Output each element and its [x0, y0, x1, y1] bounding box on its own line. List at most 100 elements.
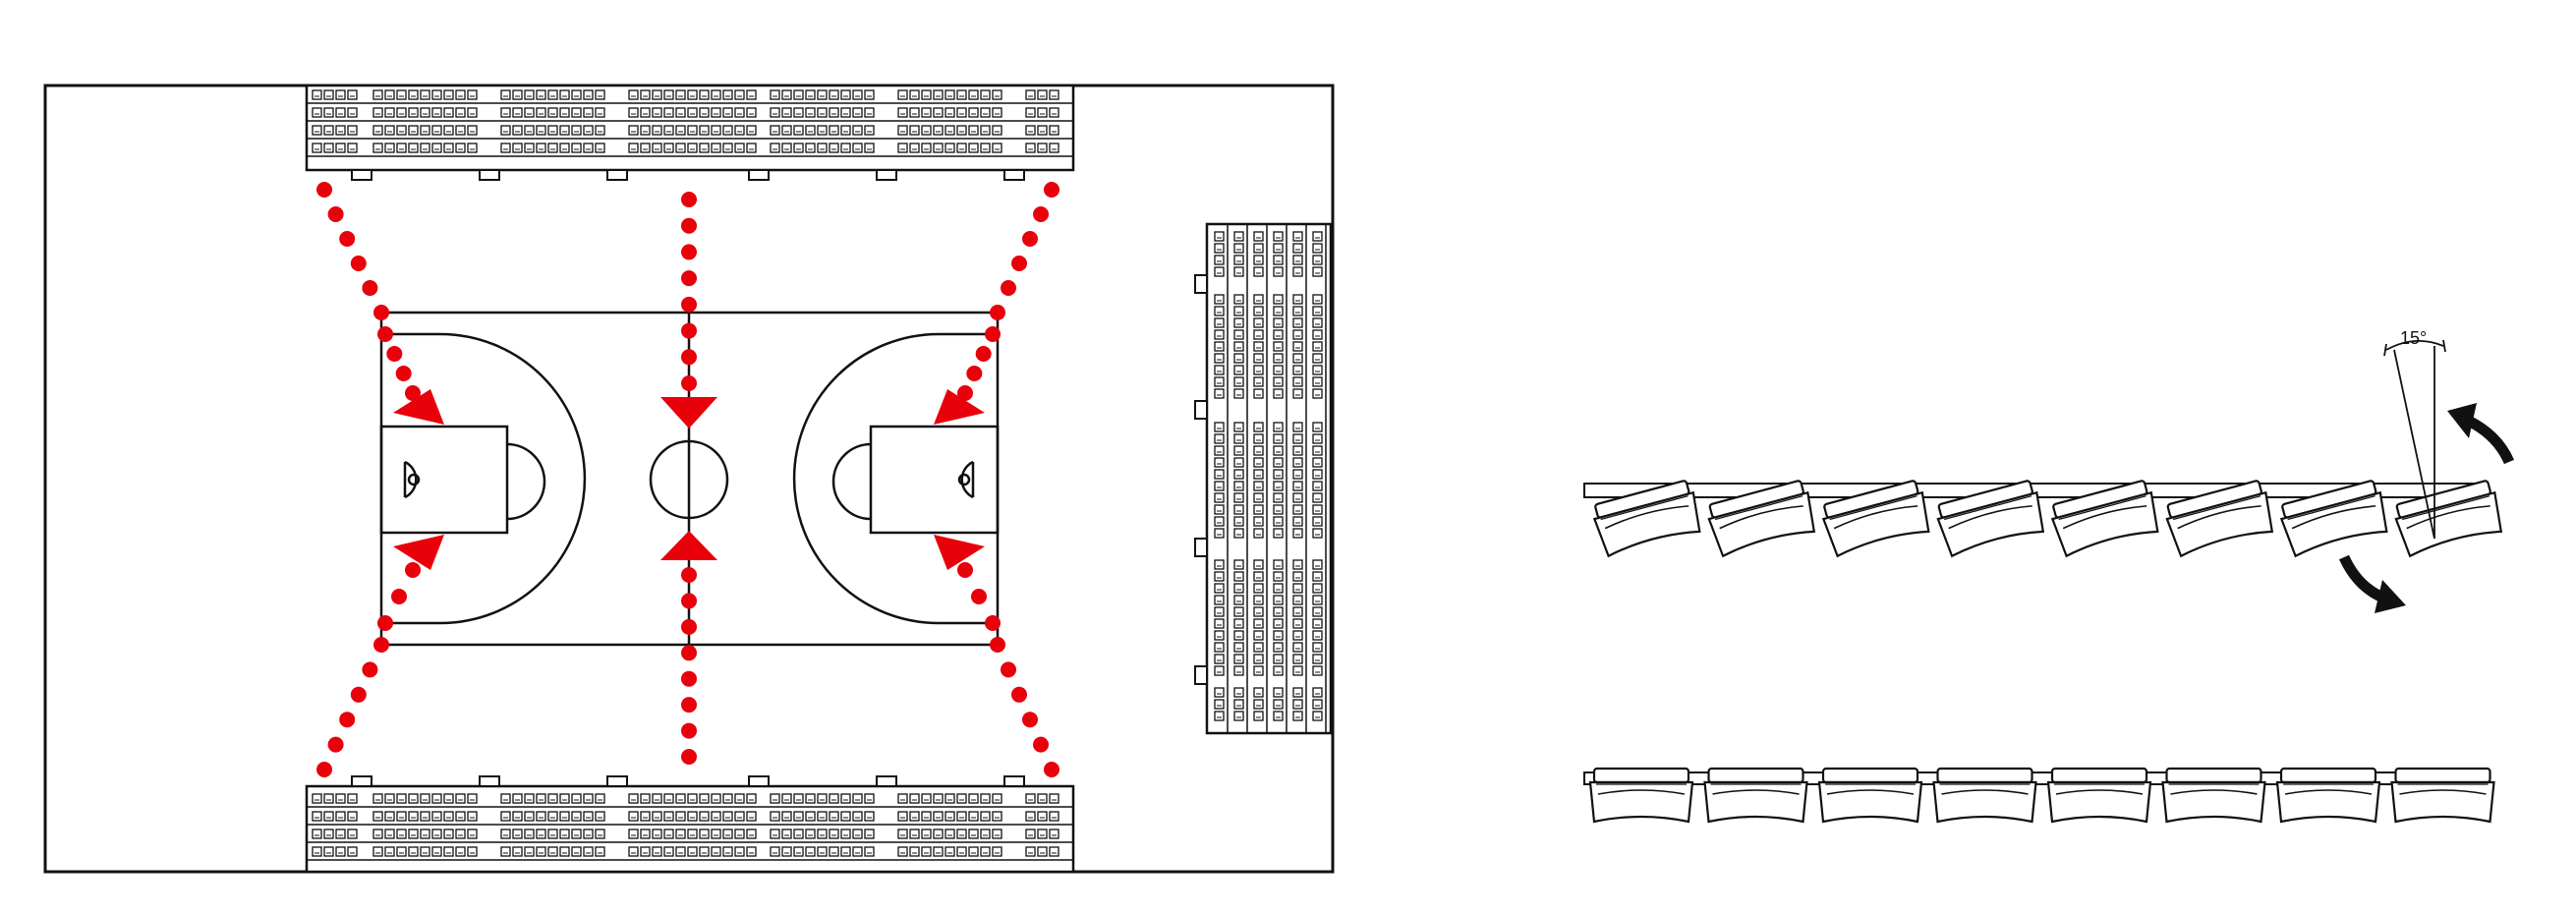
sightline-dot [1044, 762, 1059, 777]
sightline-dot [681, 296, 697, 313]
restricted-arc-right [960, 460, 974, 499]
free-throw-arc-left [506, 442, 546, 521]
seat-straight [1703, 767, 1808, 824]
sightline-dot [957, 562, 973, 578]
sightline-dot [971, 589, 987, 604]
bleacher-right [1194, 222, 1333, 735]
sightline-dot [386, 346, 403, 362]
seat-rotation-detail: 15° [1583, 328, 2515, 824]
seat-straight [2390, 767, 2495, 824]
bleacher-bottom [305, 775, 1075, 874]
sightline-dot [1011, 256, 1027, 271]
sightline-dot [681, 322, 697, 339]
sightline-dot [681, 593, 697, 609]
sightline-dot [339, 231, 356, 247]
sightline-dot [1044, 182, 1059, 198]
sightline-dot [316, 182, 332, 198]
sightline-dot [681, 192, 697, 207]
seat-grid [307, 89, 1073, 157]
sightline-dot [362, 661, 378, 678]
arena-plan [43, 84, 1335, 874]
rotated-line [2393, 349, 2435, 540]
sightline-dot [350, 686, 367, 703]
arrowhead-right-top [934, 389, 985, 425]
sightline-dot [681, 567, 697, 583]
arrowhead-center-bottom [660, 531, 717, 560]
sightline-dot [990, 305, 1005, 320]
sightline-dot [377, 326, 393, 342]
sightline-dot [985, 615, 1001, 631]
angle-indicator [2383, 339, 2446, 540]
aisle-markers-bottom [351, 775, 1025, 787]
hoop-left [407, 473, 421, 486]
curved-arrow-icon [2338, 554, 2406, 613]
sightline-dot [1011, 686, 1027, 703]
sightline-dot [316, 762, 332, 777]
arrowhead-center-top [660, 397, 717, 428]
sightline-dot [327, 736, 344, 753]
sightline-dot [966, 366, 983, 381]
seat-straight [1932, 767, 2037, 824]
sightlines [316, 182, 1059, 777]
straight-seat-row [1583, 767, 2495, 824]
three-point-line-right [792, 332, 998, 625]
seat-straight [2046, 767, 2152, 824]
sightline-dot [1001, 661, 1016, 678]
sightline-dot [1033, 206, 1049, 222]
arrowhead-left-bottom [393, 535, 444, 570]
sightline-dot [395, 366, 412, 381]
sightline-dot [681, 270, 697, 287]
sightline-dot [405, 385, 421, 401]
sightline-dot [681, 670, 697, 687]
restricted-arc-left [404, 460, 418, 499]
sightline-dot [391, 589, 407, 604]
hoop-right [957, 473, 971, 486]
sightline-dot [681, 749, 697, 765]
bleacher-top [305, 84, 1075, 181]
aisle-markers-right [1194, 274, 1208, 685]
sightline-dot [990, 637, 1005, 653]
seat-grid [307, 793, 1073, 861]
sightline-dot [373, 637, 389, 653]
key-left [379, 425, 509, 535]
sightline-dot [1001, 280, 1016, 296]
seat-straight [2161, 767, 2266, 824]
seat-straight [1588, 767, 1694, 824]
seat-grid [1214, 224, 1327, 733]
sightline-dot [681, 349, 697, 366]
sightline-dot [1033, 736, 1049, 753]
sightline-dot [681, 645, 697, 661]
center-circle [649, 439, 729, 520]
sightline-dot [350, 256, 367, 271]
rotated-seat-row [1583, 478, 2506, 558]
sightline-dot [1022, 231, 1038, 247]
sightline-dot [681, 618, 697, 635]
sightline-dot [681, 244, 697, 260]
sightline-dot [373, 305, 389, 320]
sightline-dot [681, 217, 697, 234]
sightline-dot [681, 375, 697, 391]
sightline-dot [1022, 712, 1038, 728]
seat-straight [1817, 767, 1923, 824]
sightline-arrowheads [393, 389, 985, 570]
basketball-court [379, 311, 1000, 647]
sightline-dot [327, 206, 344, 222]
sightline-dot [405, 562, 421, 578]
angle-label: 15° [2400, 328, 2427, 348]
sightline-dot [681, 697, 697, 714]
key-right [869, 425, 1000, 535]
arrowhead-right-bottom [934, 535, 985, 570]
angle-arc [2385, 340, 2444, 351]
arrowhead-left-top [393, 389, 444, 425]
sightline-dot [377, 615, 393, 631]
free-throw-arc-right [831, 442, 872, 521]
seat-straight [2275, 767, 2381, 824]
sightline-dot [957, 385, 973, 401]
sightline-dot [681, 722, 697, 739]
sightline-dot [339, 712, 356, 728]
three-point-line-left [381, 332, 587, 625]
sightline-dot [985, 326, 1001, 342]
sightline-dot [975, 346, 992, 362]
sightline-dot [362, 280, 378, 296]
